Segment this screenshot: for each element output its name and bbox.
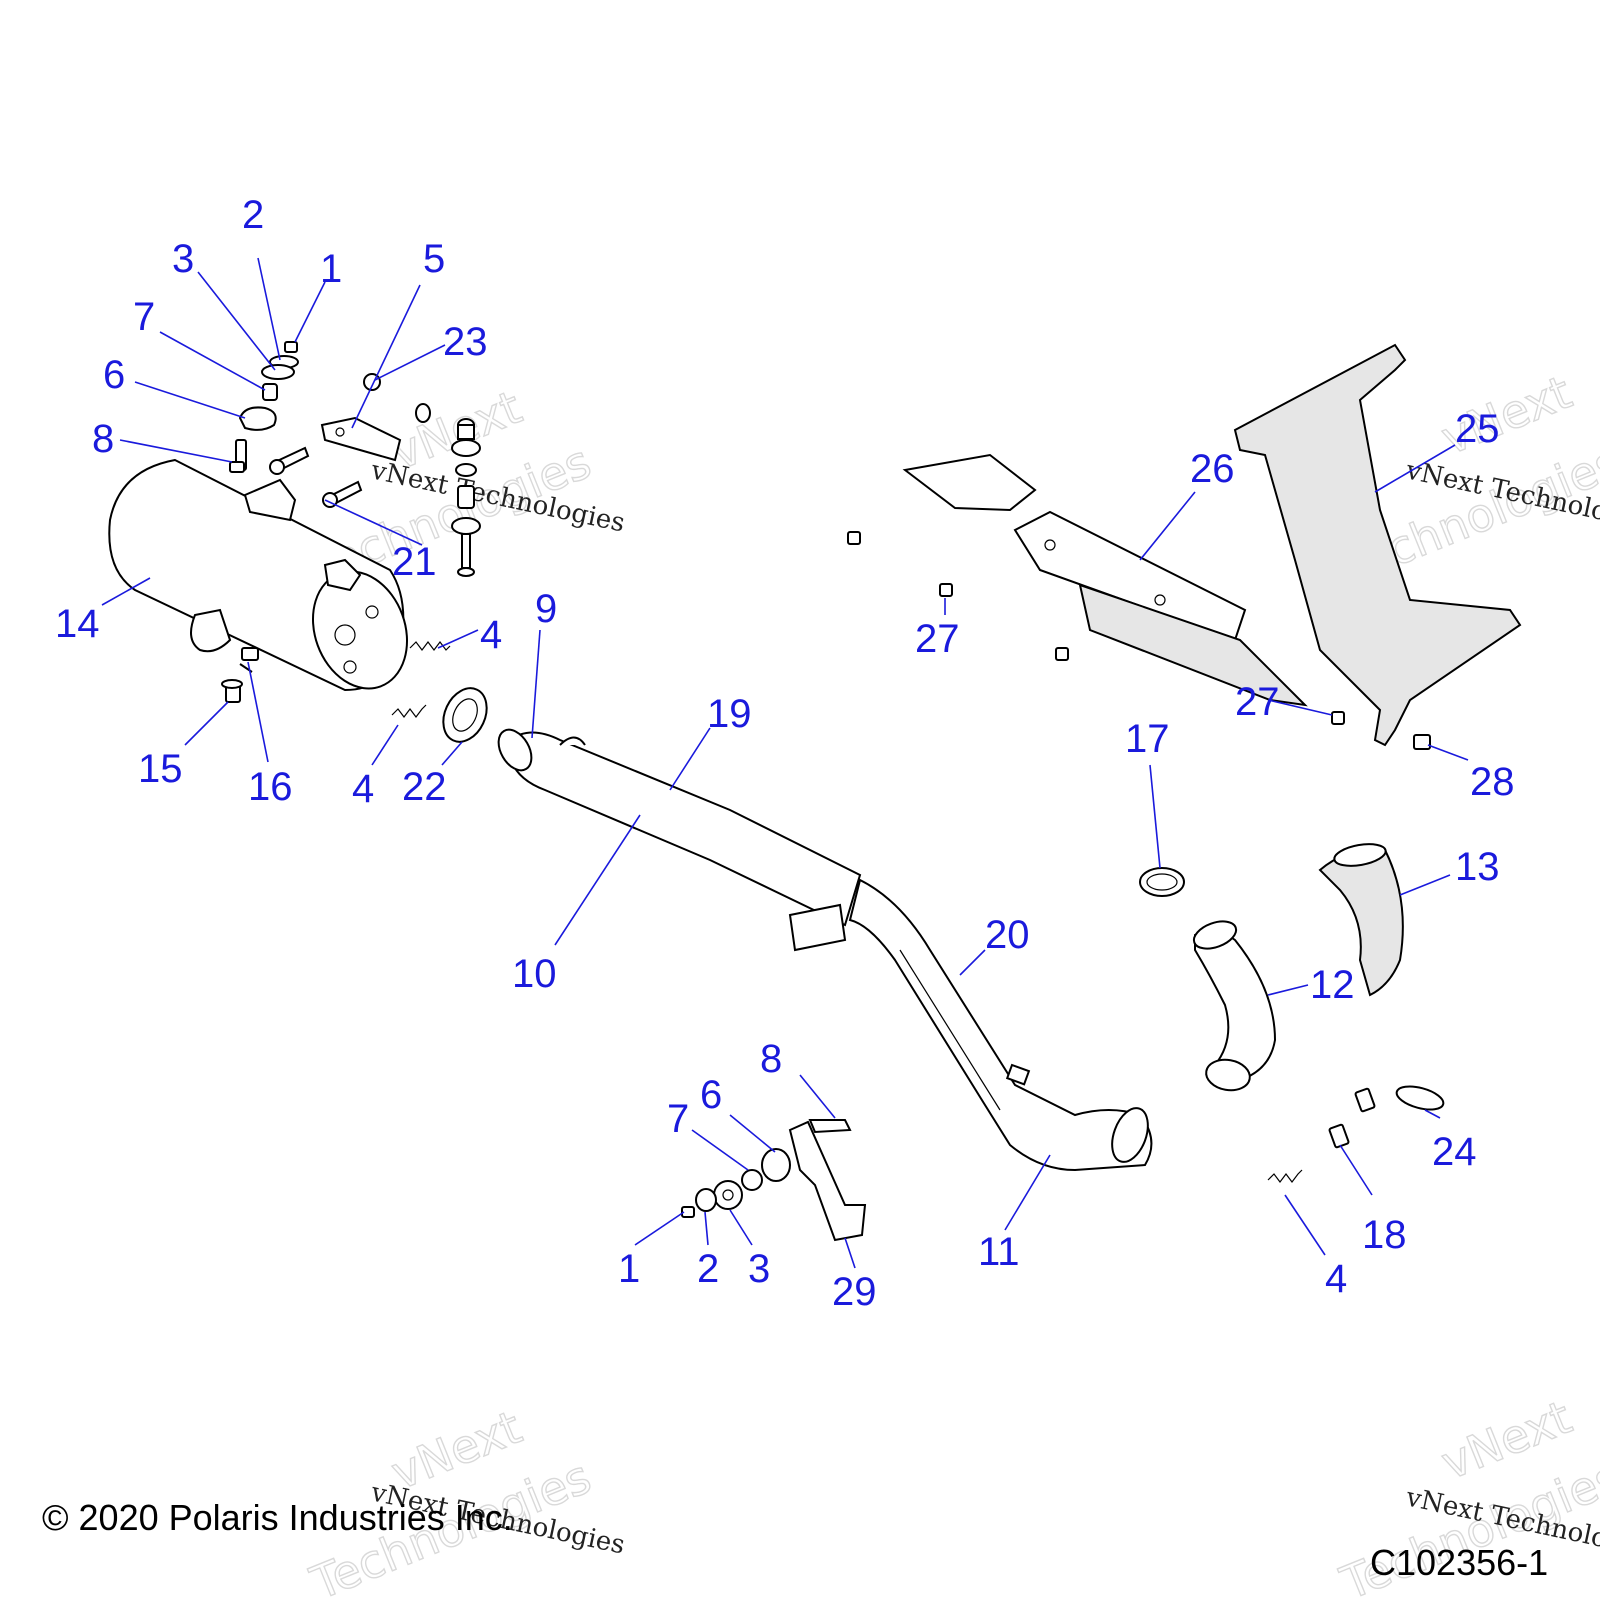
callout-29: 29 bbox=[832, 1270, 877, 1314]
callout-5: 5 bbox=[423, 237, 445, 281]
spring-part bbox=[391, 641, 1303, 1183]
callout-23: 23 bbox=[443, 320, 488, 364]
callout-19: 19 bbox=[707, 692, 752, 736]
callout-10: 10 bbox=[512, 952, 557, 996]
callout-17: 17 bbox=[1125, 717, 1170, 761]
callout-3: 3 bbox=[172, 237, 194, 281]
o-ring-part bbox=[1139, 867, 1185, 897]
callout-4: 4 bbox=[480, 613, 502, 657]
callout-18: 18 bbox=[1362, 1213, 1407, 1257]
heat-shield-26-part bbox=[902, 453, 1308, 707]
callout-labels: 2 3 1 5 7 23 6 8 21 14 4 9 15 16 4 22 19… bbox=[55, 193, 1515, 1314]
exhaust-pipe-part bbox=[848, 878, 1153, 1172]
elbow-pipe-part bbox=[1192, 920, 1277, 1092]
elbow-heat-shield-part bbox=[1318, 843, 1404, 997]
callout-8: 8 bbox=[760, 1037, 782, 1081]
callout-26: 26 bbox=[1190, 447, 1235, 491]
isolator-stack bbox=[451, 418, 481, 577]
callout-15: 15 bbox=[138, 747, 183, 791]
rear-bracket-part bbox=[681, 1119, 867, 1242]
callout-27: 27 bbox=[1235, 680, 1280, 724]
callout-1: 1 bbox=[320, 247, 342, 291]
clamp-part bbox=[1328, 1085, 1445, 1149]
callout-27: 27 bbox=[915, 617, 960, 661]
callout-28: 28 bbox=[1470, 760, 1515, 804]
muffler-part bbox=[108, 458, 409, 692]
callout-2: 2 bbox=[242, 193, 264, 237]
callout-11: 11 bbox=[978, 1230, 1020, 1274]
callout-7: 7 bbox=[667, 1097, 689, 1141]
head-pipe-part bbox=[497, 728, 862, 952]
callout-7: 7 bbox=[133, 295, 155, 339]
callout-24: 24 bbox=[1432, 1130, 1477, 1174]
heat-shield-25-part bbox=[1233, 343, 1522, 747]
callout-6: 6 bbox=[700, 1073, 722, 1117]
callout-4: 4 bbox=[352, 767, 374, 811]
bracket-part bbox=[320, 416, 402, 462]
callout-21: 21 bbox=[392, 540, 437, 584]
callout-14: 14 bbox=[55, 602, 100, 646]
callout-6: 6 bbox=[103, 353, 125, 397]
callout-2: 2 bbox=[697, 1247, 719, 1291]
callout-20: 20 bbox=[985, 913, 1030, 957]
copyright-text: © 2020 Polaris Industries Inc. bbox=[42, 1497, 513, 1538]
gasket-part bbox=[442, 687, 488, 743]
callout-25: 25 bbox=[1455, 407, 1500, 451]
figure-id: C102356-1 bbox=[1370, 1542, 1548, 1583]
screw-part bbox=[847, 531, 1431, 750]
callout-13: 13 bbox=[1455, 845, 1500, 889]
small-fasteners bbox=[221, 647, 259, 703]
callout-3: 3 bbox=[748, 1247, 770, 1291]
callout-4: 4 bbox=[1325, 1257, 1347, 1301]
callout-8: 8 bbox=[92, 417, 114, 461]
callout-22: 22 bbox=[402, 765, 447, 809]
callout-16: 16 bbox=[248, 765, 293, 809]
leader-lines bbox=[101, 257, 1469, 1269]
callout-9: 9 bbox=[535, 587, 557, 631]
callout-1: 1 bbox=[618, 1247, 640, 1291]
callout-12: 12 bbox=[1310, 963, 1355, 1007]
